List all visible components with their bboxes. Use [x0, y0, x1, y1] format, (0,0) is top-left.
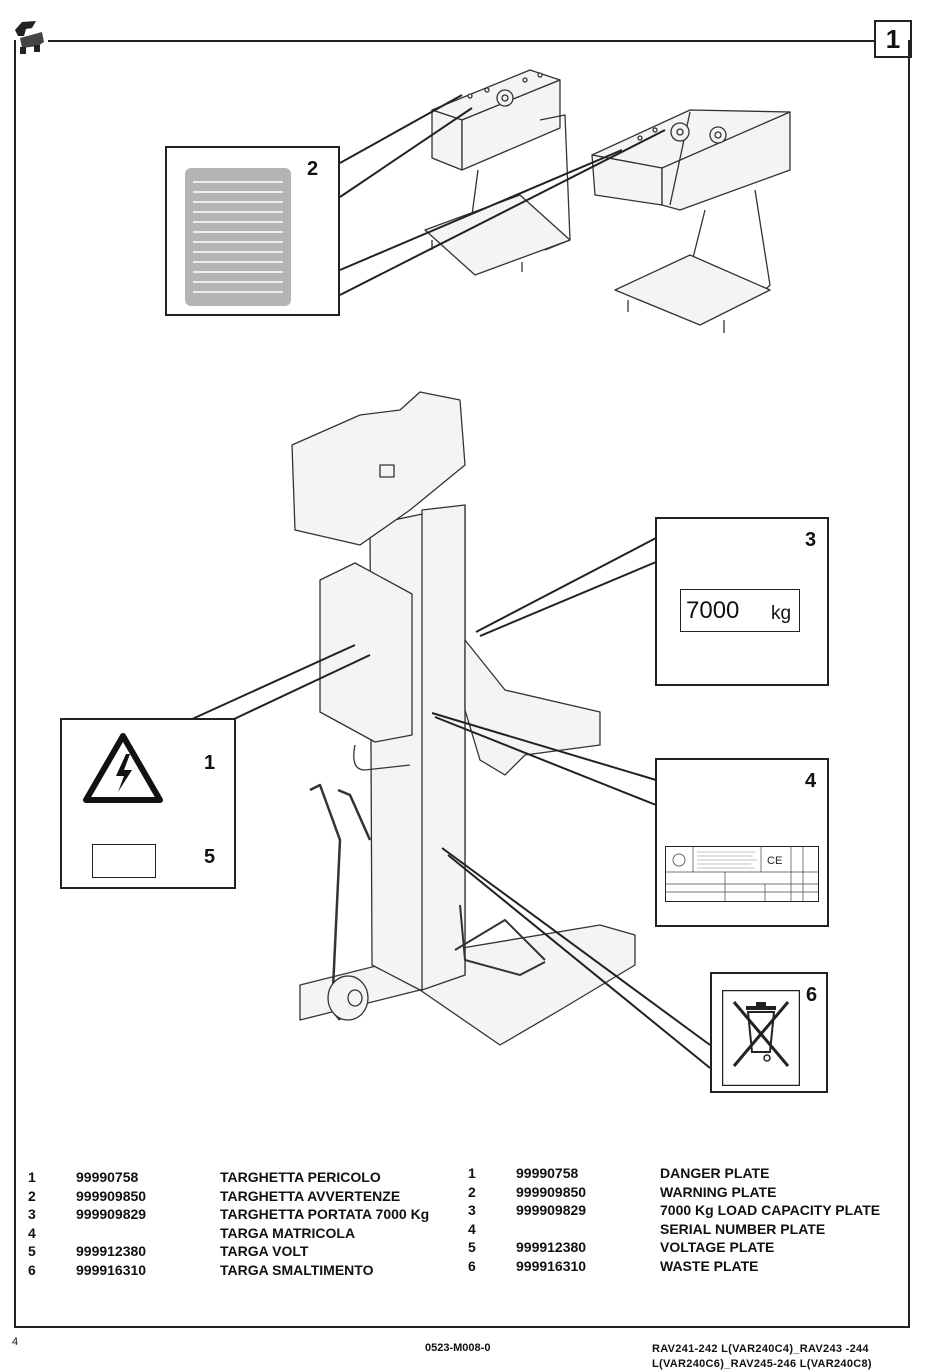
- footer-model-list: RAV241-242 L(VAR240C4)_RAV243 -244 L(VAR…: [652, 1342, 872, 1372]
- voltage-plate: [92, 844, 156, 878]
- capacity-plate: 7000 kg: [680, 589, 800, 632]
- callout-danger-voltage-plates: 1 5: [60, 718, 236, 889]
- capacity-unit: kg: [771, 603, 792, 624]
- crossed-bin-icon: [722, 990, 800, 1086]
- callout-number-6: 6: [806, 984, 818, 1006]
- ce-mark-icon: CE: [767, 855, 782, 867]
- warning-plate-icon: [185, 168, 291, 306]
- serial-plate-drawing: CE: [665, 846, 819, 902]
- logo-icon: [15, 21, 44, 54]
- callout-number-3: 3: [805, 529, 817, 551]
- callout-warning-plate: 2: [165, 146, 340, 316]
- high-voltage-warning-icon: [83, 733, 163, 803]
- technical-drawing: [189, 69, 791, 1069]
- callout-number-5: 5: [204, 846, 216, 868]
- callout-number-4: 4: [805, 770, 817, 792]
- page-frame: [14, 40, 910, 1328]
- single-console-drawing: [424, 69, 571, 276]
- header-rule: [48, 40, 874, 42]
- callout-waste-plate: 6: [710, 972, 828, 1093]
- page-number: 1: [885, 23, 901, 54]
- page-number-box: 1: [874, 20, 912, 58]
- column-lift-drawing: [291, 391, 636, 1046]
- callout-number-1: 1: [204, 752, 216, 774]
- capacity-value: 7000: [686, 597, 740, 624]
- callout-serial-number-plate: 4 CE: [655, 758, 829, 927]
- double-console-drawing: [591, 109, 791, 333]
- footer-page-number: 4: [12, 1336, 19, 1348]
- callout-load-capacity-plate: 3 7000 kg: [655, 517, 829, 686]
- footer-document-code: 0523-M008-0: [425, 1342, 491, 1354]
- callout-number-2: 2: [307, 158, 319, 180]
- footer-model-line-2: L(VAR240C6)_RAV245-246 L(VAR240C8): [652, 1358, 872, 1370]
- footer-model-line-1: RAV241-242 L(VAR240C4)_RAV243 -244: [652, 1343, 869, 1355]
